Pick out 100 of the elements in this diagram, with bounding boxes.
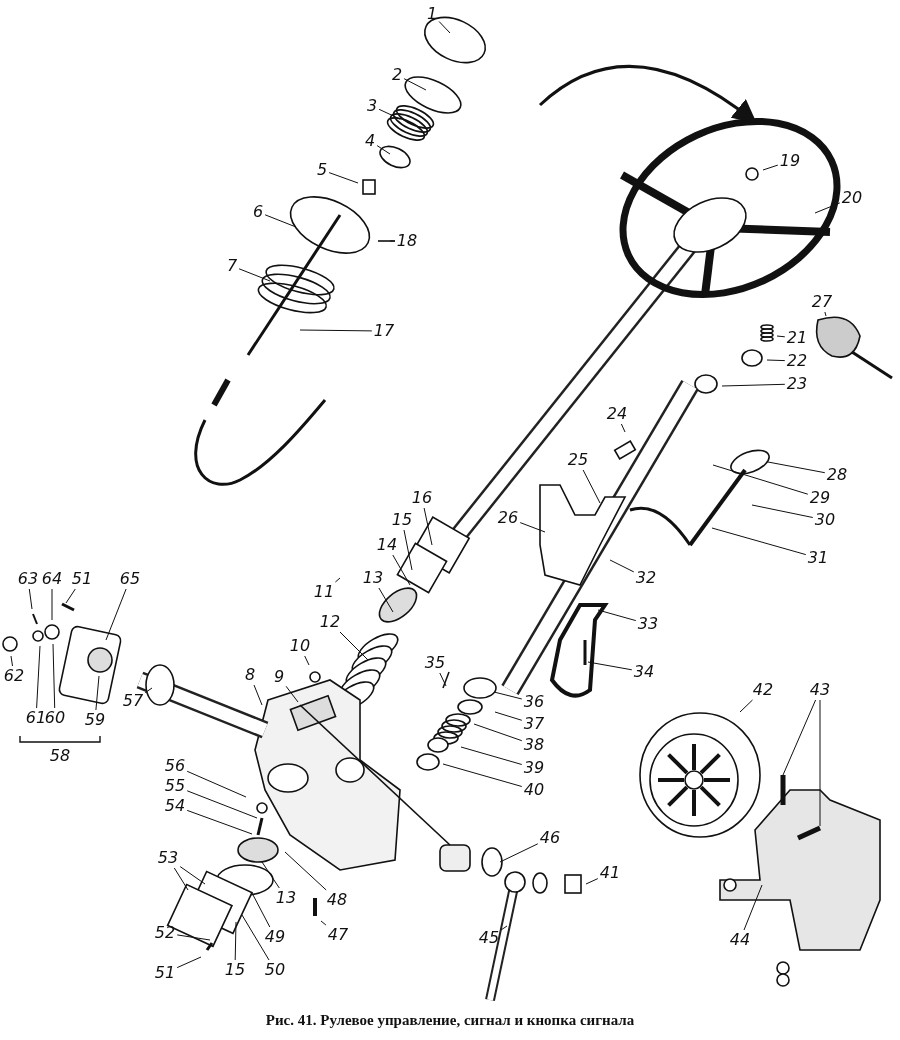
leader-line xyxy=(186,770,247,798)
leader-line xyxy=(179,866,206,885)
leader-line xyxy=(439,672,447,687)
leader-line xyxy=(378,108,401,120)
leader-line xyxy=(105,588,127,641)
callout-number: 48 xyxy=(325,891,349,909)
leader-line xyxy=(264,214,297,228)
leader-line xyxy=(186,790,258,819)
leader-line xyxy=(378,587,394,613)
leader-line xyxy=(304,655,310,666)
leader-line xyxy=(299,329,373,332)
callout-number: 22 xyxy=(785,352,809,370)
callout-number: 9 xyxy=(272,668,286,686)
callout-number: 17 xyxy=(372,322,396,340)
callout-number: 42 xyxy=(751,681,775,699)
leader-line xyxy=(597,609,637,622)
callout-number: 2 xyxy=(390,66,404,84)
callout-number: 3 xyxy=(365,97,379,115)
leader-line xyxy=(403,78,427,91)
callout-number: 51 xyxy=(70,570,94,588)
leader-line xyxy=(320,920,327,926)
leader-line xyxy=(65,588,76,604)
callout-number: 54 xyxy=(163,797,187,815)
leader-line xyxy=(721,383,786,387)
leader-line xyxy=(144,687,153,694)
leader-line xyxy=(241,914,270,961)
callout-number: 15 xyxy=(390,511,414,529)
leader-line xyxy=(767,461,826,474)
callout-number: 7 xyxy=(225,257,239,275)
callout-number: 13 xyxy=(361,569,385,587)
callout-number: 58 xyxy=(48,747,72,765)
leader-line xyxy=(284,851,327,891)
callout-number: 10 xyxy=(288,637,312,655)
callout-number: 39 xyxy=(522,759,546,777)
callout-number: 64 xyxy=(40,570,64,588)
callout-number: 24 xyxy=(605,405,629,423)
leader-line xyxy=(712,464,809,495)
callout-number: 8 xyxy=(243,666,257,684)
leader-line xyxy=(51,588,53,621)
callout-number: 57 xyxy=(121,692,145,710)
leader-line xyxy=(173,867,189,891)
callout-number: 45 xyxy=(477,929,501,947)
callout-number: 27 xyxy=(810,293,834,311)
leader-line xyxy=(609,559,635,573)
callout-number: 62 xyxy=(2,667,26,685)
callout-number: 47 xyxy=(326,926,350,944)
leader-line xyxy=(582,469,601,504)
callout-number: 37 xyxy=(522,715,546,733)
leader-line xyxy=(587,661,633,671)
callout-number: 53 xyxy=(156,849,180,867)
callout-number: 31 xyxy=(806,549,830,567)
leader-line xyxy=(500,925,508,931)
callout-number: 43 xyxy=(808,681,832,699)
leader-line xyxy=(234,921,237,961)
callout-number: 35 xyxy=(423,654,447,672)
callout-number: 34 xyxy=(632,663,656,681)
callout-number: 32 xyxy=(634,569,658,587)
callout-number: 15 xyxy=(223,961,247,979)
callout-number: 44 xyxy=(728,931,752,949)
leader-line xyxy=(442,763,523,787)
leader-line xyxy=(285,685,299,703)
leader-line xyxy=(423,507,433,546)
leader-line xyxy=(10,655,13,667)
leader-line xyxy=(782,699,817,776)
callout-number: 13 xyxy=(274,889,298,907)
leader-line xyxy=(186,809,253,835)
callout-number: 60 xyxy=(43,709,67,727)
leader-line xyxy=(376,145,391,155)
callout-number: 26 xyxy=(496,509,520,527)
callout-number: 29 xyxy=(808,489,832,507)
callout-number: 23 xyxy=(785,375,809,393)
leader-line xyxy=(473,723,523,742)
callout-number: 4 xyxy=(363,132,377,150)
leader-line xyxy=(251,892,271,928)
callout-number: 38 xyxy=(522,736,546,754)
leader-line xyxy=(403,529,413,571)
leader-line xyxy=(176,956,202,969)
leader-line xyxy=(499,843,539,863)
callout-number: 19 xyxy=(778,152,802,170)
leader-line xyxy=(28,588,33,610)
callout-number: 55 xyxy=(163,777,187,795)
callout-number: 49 xyxy=(263,928,287,946)
leader-line xyxy=(36,645,41,709)
leader-line xyxy=(176,934,211,941)
callout-number: 41 xyxy=(598,864,622,882)
leader-line xyxy=(519,522,546,533)
callout-number: 40 xyxy=(522,781,546,799)
leader-line xyxy=(585,878,599,885)
callout-number: 63 xyxy=(16,570,40,588)
leader-line xyxy=(493,691,523,700)
leader-line xyxy=(339,631,369,661)
callout-number: 50 xyxy=(263,961,287,979)
leader-line xyxy=(751,504,814,518)
leader-line xyxy=(238,268,271,282)
leader-line xyxy=(389,240,396,242)
leader-line xyxy=(711,527,807,556)
leader-line xyxy=(392,554,411,586)
callout-number: 11 xyxy=(312,583,336,601)
callout-number: 65 xyxy=(118,570,142,588)
callout-number: 52 xyxy=(153,924,177,942)
